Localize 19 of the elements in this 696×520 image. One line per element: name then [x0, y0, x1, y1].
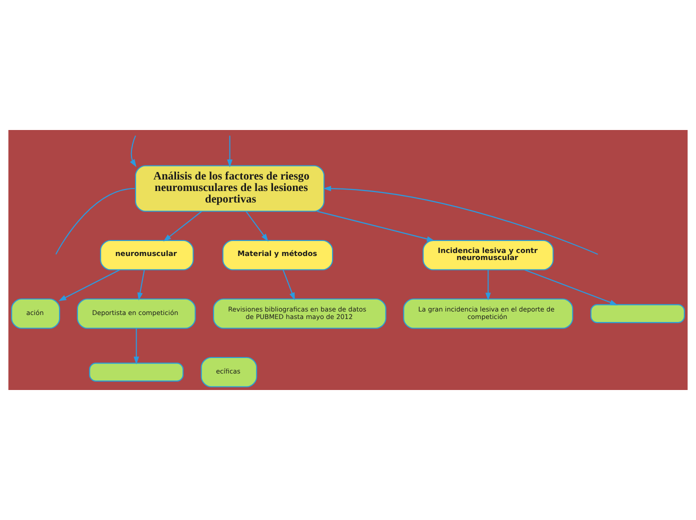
arrow	[134, 328, 140, 364]
arrow	[323, 186, 598, 255]
node-box	[89, 362, 184, 382]
connector	[55, 188, 135, 255]
node-box: Incidencia lesiva y contr neuromuscular	[422, 240, 554, 270]
node-box: neuromuscular	[100, 240, 194, 270]
arrow	[282, 270, 295, 300]
arrow	[485, 270, 491, 301]
arrow	[137, 270, 145, 300]
arrow	[58, 269, 120, 302]
arrow	[163, 210, 202, 242]
arrow	[524, 269, 618, 306]
node-box	[590, 304, 685, 324]
arrow	[130, 135, 136, 168]
arrow	[227, 136, 233, 168]
arrow	[317, 210, 435, 242]
node-box: Análisis de los factores de riesgo neuromusculares de las lesiones deportivas	[135, 165, 325, 212]
node-box: Material y métodos	[222, 240, 334, 270]
arrow	[246, 211, 268, 242]
